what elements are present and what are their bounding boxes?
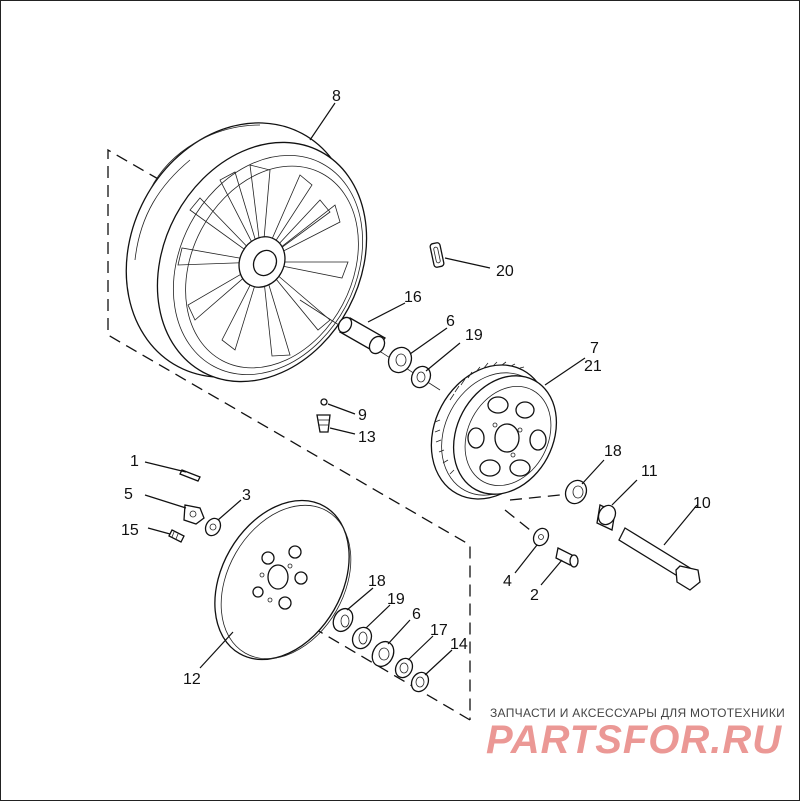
callout-3: 3: [242, 487, 251, 504]
axle-nut: [183, 504, 205, 525]
callout-8: 8: [332, 88, 341, 105]
bearing-stack-lower: [332, 607, 430, 693]
callout-10: 10: [693, 495, 711, 512]
callout-19-upper: 19: [465, 327, 483, 344]
callout-12: 12: [183, 671, 201, 688]
watermark-caption: ЗАПЧАСТИ И АКСЕССУАРЫ ДЛЯ МОТОТЕХНИКИ: [490, 706, 786, 720]
rotor-bolt: [168, 529, 185, 543]
cotter-pin: [179, 469, 201, 482]
callout-21: 21: [584, 358, 602, 375]
balance-weight-clip: [429, 242, 445, 268]
brake-rotor: [214, 499, 352, 661]
callout-18-right: 18: [604, 443, 622, 460]
callout-1: 1: [130, 453, 139, 470]
watermark-logo: PARTSFOR.RU: [486, 718, 783, 762]
callout-19-lower: 19: [387, 591, 405, 608]
leader-lines: [144, 102, 698, 676]
callout-6-upper: 6: [446, 313, 455, 330]
callout-6-lower: 6: [412, 606, 421, 623]
screw-2: [555, 547, 579, 568]
seal-upper: [410, 365, 432, 389]
rear-pulley: [430, 361, 558, 500]
axle-sleeve: [596, 504, 617, 531]
wheel-spokes: [177, 164, 349, 357]
axle-spacer: [337, 316, 386, 355]
callout-17: 17: [430, 622, 448, 639]
valve-stem: [316, 398, 331, 433]
callout-labels: 8 20 16 6 19 7 21 9 13 18 11 10 1 5 3 15…: [121, 88, 711, 688]
callout-18-lower: 18: [368, 573, 386, 590]
wheel-bearing-upper: [387, 346, 413, 374]
callout-2: 2: [530, 587, 539, 604]
callout-7: 7: [590, 340, 599, 357]
callout-13: 13: [358, 429, 376, 446]
callout-14: 14: [450, 636, 468, 653]
callout-16: 16: [404, 289, 422, 306]
wheel-bearing-right: [564, 479, 588, 505]
callout-15: 15: [121, 522, 139, 539]
assembly-outline-dashed: [107, 148, 561, 721]
callout-4: 4: [503, 573, 512, 590]
callout-11: 11: [641, 463, 658, 480]
cast-wheel: [125, 122, 441, 391]
callout-5: 5: [124, 486, 133, 503]
washer-4: [532, 527, 550, 547]
rear-axle: [618, 527, 701, 591]
callout-20: 20: [496, 263, 514, 280]
washer-3: [204, 517, 222, 537]
callout-9: 9: [358, 407, 367, 424]
